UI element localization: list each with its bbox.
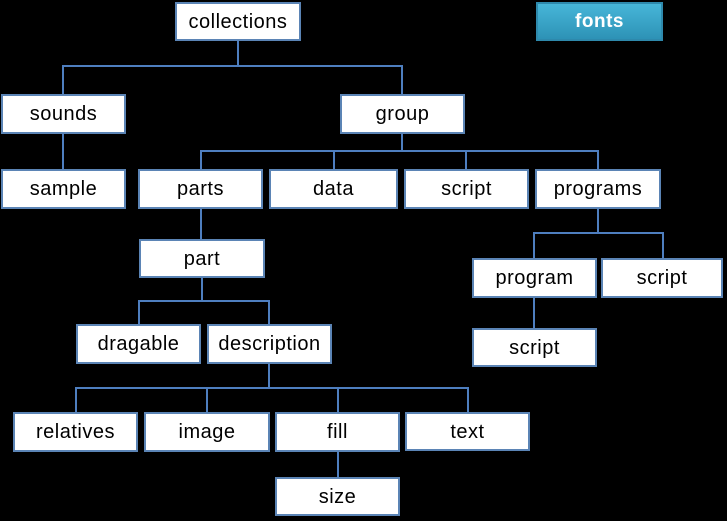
connector-segment: [200, 151, 202, 169]
connector-segment: [401, 134, 403, 152]
connector-segment: [401, 66, 403, 94]
node-program: program: [472, 258, 597, 298]
node-script-program: script: [472, 328, 597, 367]
node-script-programs: script: [601, 258, 723, 298]
node-label: script: [441, 178, 492, 200]
connector-segment: [533, 233, 535, 258]
connector-segment: [597, 151, 599, 169]
connector-segment: [62, 134, 64, 169]
node-label: collections: [188, 10, 288, 33]
connector-segment: [138, 300, 270, 302]
node-label: image: [178, 421, 236, 443]
node-label: group: [375, 103, 430, 125]
node-data: data: [269, 169, 398, 209]
node-dragable: dragable: [76, 324, 201, 364]
connector-segment: [75, 387, 469, 389]
connector-segment: [337, 452, 339, 477]
node-sample: sample: [1, 169, 126, 209]
node-label: sample: [29, 178, 98, 200]
connector-segment: [268, 364, 270, 389]
connector-segment: [533, 232, 664, 234]
node-label: programs: [553, 178, 643, 200]
node-label: relatives: [36, 421, 115, 443]
node-label: dragable: [97, 333, 180, 355]
connector-segment: [62, 65, 403, 67]
node-size: size: [275, 477, 400, 516]
node-fonts: fonts: [536, 2, 663, 41]
connector-segment: [465, 151, 467, 169]
node-label: script: [636, 267, 688, 289]
node-label: script: [509, 336, 560, 359]
connector-segment: [200, 150, 599, 152]
node-collections: collections: [175, 2, 301, 41]
connector-segment: [62, 66, 64, 94]
connector-segment: [533, 298, 535, 328]
node-label: part: [183, 247, 221, 270]
node-part: part: [139, 239, 265, 278]
connector-segment: [201, 278, 203, 302]
connector-segment: [138, 301, 140, 324]
node-group: group: [340, 94, 465, 134]
node-label: parts: [177, 178, 224, 200]
connector-segment: [597, 209, 599, 234]
connector-segment: [237, 41, 239, 67]
node-parts: parts: [138, 169, 263, 209]
connector-segment: [467, 388, 469, 412]
node-label: fill: [327, 421, 348, 443]
node-label: program: [495, 267, 574, 289]
node-script-group: script: [404, 169, 529, 209]
connector-segment: [662, 233, 664, 258]
connector-segment: [206, 388, 208, 412]
node-programs: programs: [535, 169, 661, 209]
node-label: fonts: [575, 11, 624, 32]
node-relatives: relatives: [13, 412, 138, 452]
node-label: data: [313, 178, 354, 200]
node-label: sounds: [29, 103, 98, 125]
node-image: image: [144, 412, 270, 452]
connector-segment: [333, 151, 335, 169]
node-description: description: [207, 324, 332, 364]
connector-segment: [200, 209, 202, 239]
connector-segment: [337, 388, 339, 412]
node-label: size: [318, 485, 357, 508]
node-sounds: sounds: [1, 94, 126, 134]
node-fill: fill: [275, 412, 400, 452]
connector-segment: [75, 388, 77, 412]
node-text: text: [405, 412, 530, 451]
node-label: text: [450, 420, 485, 443]
connector-segment: [268, 301, 270, 324]
node-label: description: [218, 333, 321, 355]
